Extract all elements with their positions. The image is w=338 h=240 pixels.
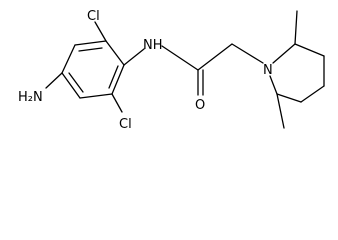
pip-bond-c4-c5 <box>300 85 325 103</box>
ring-bond-c2-c3 <box>74 40 107 46</box>
carbonyl-oxygen-label: O <box>195 98 205 113</box>
piperidine-nitrogen-label: N <box>263 63 273 78</box>
chlorine-top-label: Cl <box>87 9 100 24</box>
bond-c2-methyl <box>294 10 298 45</box>
amine-label: H₂N <box>18 90 43 105</box>
bond-ch2-ring-n <box>231 43 264 64</box>
ring-bond-c3-c4 <box>61 44 76 74</box>
ring-inner-double-3 <box>108 65 119 89</box>
bond-c4-nh2 <box>45 72 63 89</box>
chlorine-bottom-label: Cl <box>119 117 132 132</box>
ring-bond-c4-c5 <box>61 72 81 99</box>
pip-bond-c5-c6 <box>276 93 302 103</box>
ring-inner-double-1 <box>78 47 103 52</box>
pip-bond-c6-n <box>269 75 278 95</box>
aromatic-ring <box>61 40 125 99</box>
pip-bond-n-c2 <box>272 43 296 64</box>
bond-c1-nh <box>123 48 145 66</box>
pip-bond-c2-c3 <box>294 43 325 57</box>
ring-bond-c6-c1 <box>111 64 125 95</box>
bond-c6-cl-bottom <box>111 93 123 113</box>
bond-carbonyl-ch2 <box>197 43 233 71</box>
bond-c2-cl-top <box>94 21 107 42</box>
ring-inner-double-2 <box>68 72 84 93</box>
ring-bond-c1-c2 <box>105 40 125 66</box>
ring-bond-c5-c6 <box>79 93 113 99</box>
bond-nh-carbonyl <box>161 45 199 71</box>
chemical-structure-diagram: Cl Cl NH H₂N O N <box>18 9 325 132</box>
amide-nh-label: NH <box>143 38 163 53</box>
piperidine-ring <box>269 10 325 129</box>
bond-c6-methyl <box>276 93 285 129</box>
